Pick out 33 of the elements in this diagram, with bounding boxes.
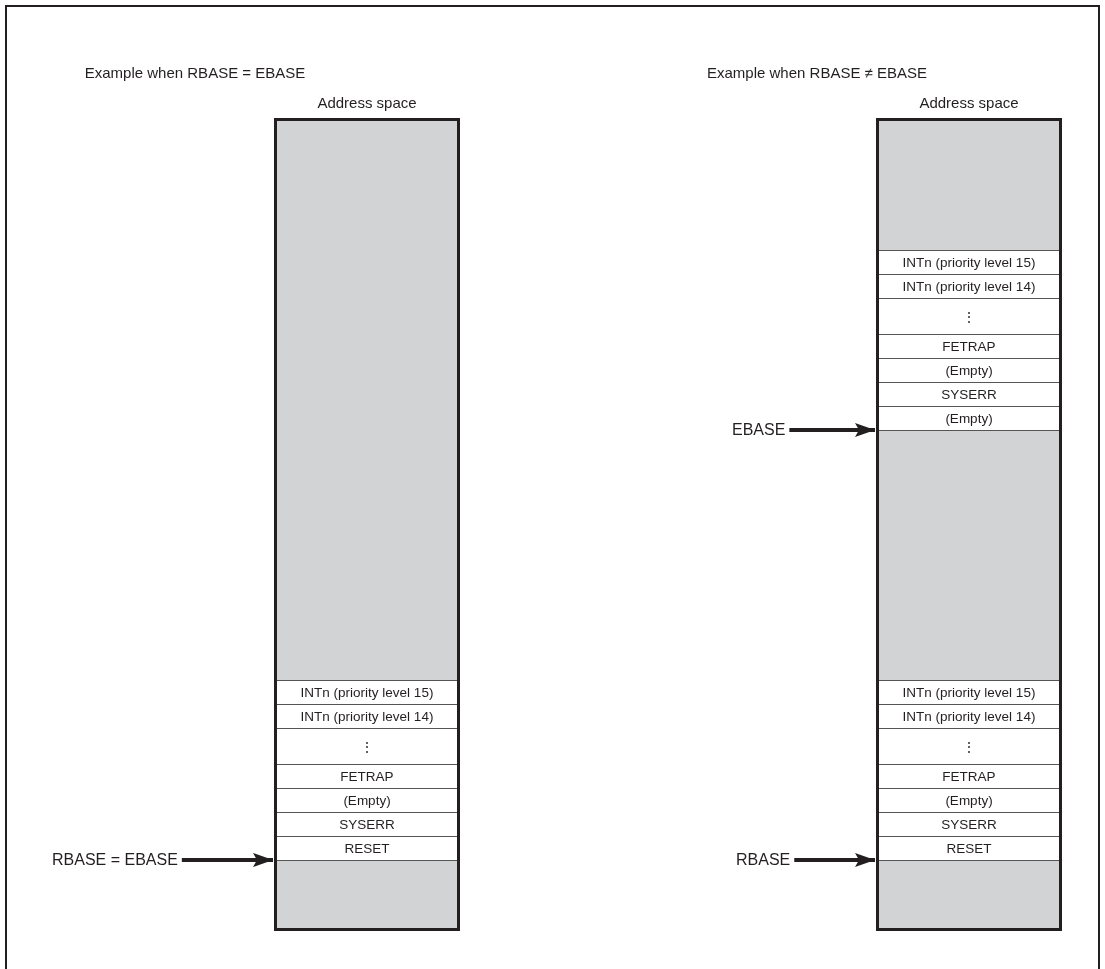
shaded-region [879,860,1059,928]
column-heading: Address space [316,94,418,111]
memory-region: INTn (priority level 14) [277,704,457,728]
memory-region: (Empty) [277,788,457,812]
shaded-region [277,121,457,680]
shaded-region [879,430,1059,680]
example-title: Example when RBASE ≠ EBASE [706,64,928,81]
shaded-region [879,121,1059,250]
memory-region: SYSERR [879,382,1059,406]
pointer-label: EBASE [732,420,786,440]
memory-region: ⋮ [879,728,1059,764]
arrow [789,423,875,437]
memory-region: SYSERR [277,812,457,836]
memory-region: FETRAP [277,764,457,788]
memory-region: SYSERR [879,812,1059,836]
memory-region: ⋮ [277,728,457,764]
memory-region: ⋮ [879,298,1059,334]
memory-region: FETRAP [879,764,1059,788]
memory-region: (Empty) [879,788,1059,812]
memory-region: INTn (priority level 15) [277,680,457,704]
arrow [181,853,273,867]
column-heading: Address space [918,94,1020,111]
memory-region: INTn (priority level 15) [879,250,1059,274]
memory-region: INTn (priority level 14) [879,704,1059,728]
memory-region: INTn (priority level 15) [879,680,1059,704]
arrow [794,853,875,867]
memory-region: (Empty) [879,358,1059,382]
pointer-label: RBASE [736,850,791,870]
memory-region: FETRAP [879,334,1059,358]
shaded-region [277,860,457,928]
memory-region: INTn (priority level 14) [879,274,1059,298]
example-title: Example when RBASE = EBASE [83,64,307,81]
pointer-label: RBASE = EBASE [52,850,178,870]
